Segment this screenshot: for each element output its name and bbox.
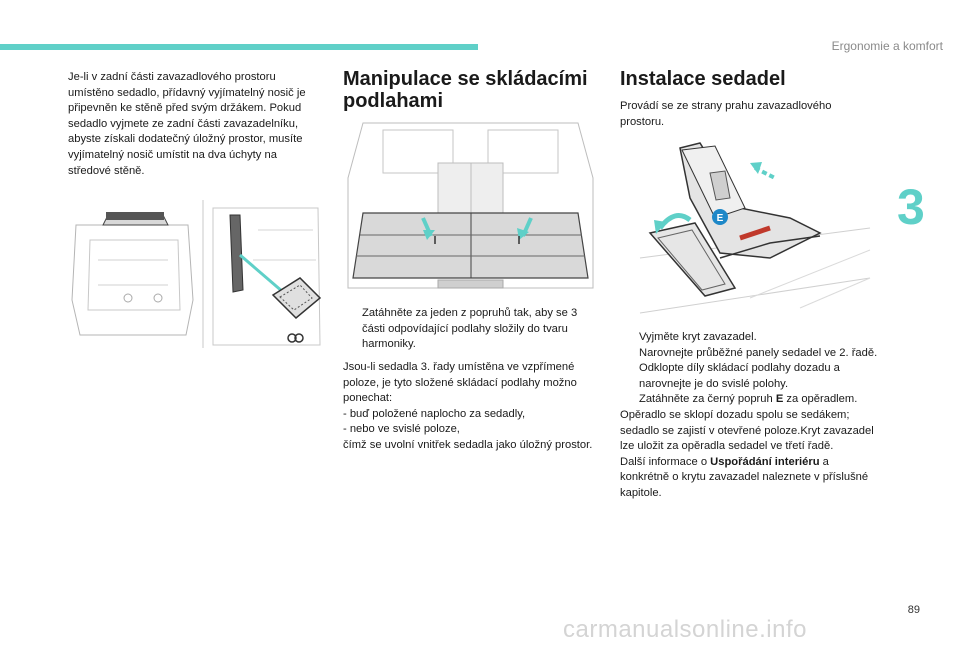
watermark: carmanualsonline.info xyxy=(563,616,807,643)
column2-bullets: Zatáhněte za jeden z popruhů tak, aby se… xyxy=(343,306,598,353)
bullet-fold-floor: Odklopte díly skládací podlahy dozadu a … xyxy=(620,361,878,392)
bullet-text-before: Zatáhněte za černý popruh xyxy=(639,393,776,406)
heading-line-1: Manipulace se skládacími xyxy=(343,68,588,90)
figure-folding-floors xyxy=(343,118,598,293)
column1-intro: Je-li v zadní části zavazadlového prosto… xyxy=(68,71,306,177)
figure-cargo-carrier xyxy=(68,200,325,350)
paragraph-more-info: Další informace o Uspořádání interiéru a… xyxy=(620,455,878,502)
more-info-after: a konkrétně o krytu zavazadel naleznete … xyxy=(620,455,869,499)
bullet-text: Odklopte díly skládací podlahy dozadu a … xyxy=(639,362,840,390)
page-number: 89 xyxy=(907,604,920,616)
bullet-pull-black-strap: Zatáhněte za černý popruh E za opěradlem… xyxy=(620,392,878,408)
dash-item-vertical: - nebo ve svislé poloze, xyxy=(343,423,460,436)
chapter-number: 3 xyxy=(897,179,925,235)
bullet-pull-strap: Zatáhněte za jeden z popruhů tak, aby se… xyxy=(343,306,598,353)
paragraph-backrest: Opěradlo se sklopí dozadu spolu se sedák… xyxy=(620,408,874,453)
header-accent-bar xyxy=(0,44,478,50)
bullet-text: Vyjměte kryt zavazadel. xyxy=(639,331,757,343)
paragraph-intro: Jsou-li sedadla 3. řady umístěna ve vzpř… xyxy=(343,361,577,405)
column2-paragraph: Jsou-li sedadla 3. řady umístěna ve vzpř… xyxy=(343,360,598,454)
bullet-straighten-panels: Narovnejte průběžné panely sedadel ve 2.… xyxy=(620,346,878,362)
callout-e-label: E xyxy=(717,213,724,224)
dash-item-flat: - buď položené naplocho za sedadly, xyxy=(343,407,526,420)
bullet-text: Zatáhněte za jeden z popruhů tak, aby se… xyxy=(362,307,578,351)
bullet-text-after: za opěradlem. xyxy=(783,393,858,406)
strap-label-e: E xyxy=(775,393,784,406)
figure-seat-installation: E xyxy=(620,138,875,318)
heading-seat-installation: Instalace sedadel xyxy=(620,68,786,90)
bullet-text: Narovnejte průběžné panely sedadel ve 2.… xyxy=(639,346,878,359)
section-title: Ergonomie a komfort xyxy=(831,39,943,53)
column3-intro: Provádí se ze strany prahu zavazadlového… xyxy=(620,100,832,128)
heading-line-2: podlahami xyxy=(343,90,444,112)
more-info-link-text: Uspořádání interiéru xyxy=(710,455,820,468)
more-info-before: Další informace o xyxy=(620,455,711,468)
bullet-remove-cover: Vyjměte kryt zavazadel. xyxy=(620,330,878,346)
paragraph-end: čímž se uvolní vnitřek sedadla jako úlož… xyxy=(343,438,593,451)
heading-folding-floors: Manipulace se skládacími podlahami xyxy=(343,68,603,112)
column3-bullets: Vyjměte kryt zavazadel. Narovnejte průbě… xyxy=(620,330,878,502)
